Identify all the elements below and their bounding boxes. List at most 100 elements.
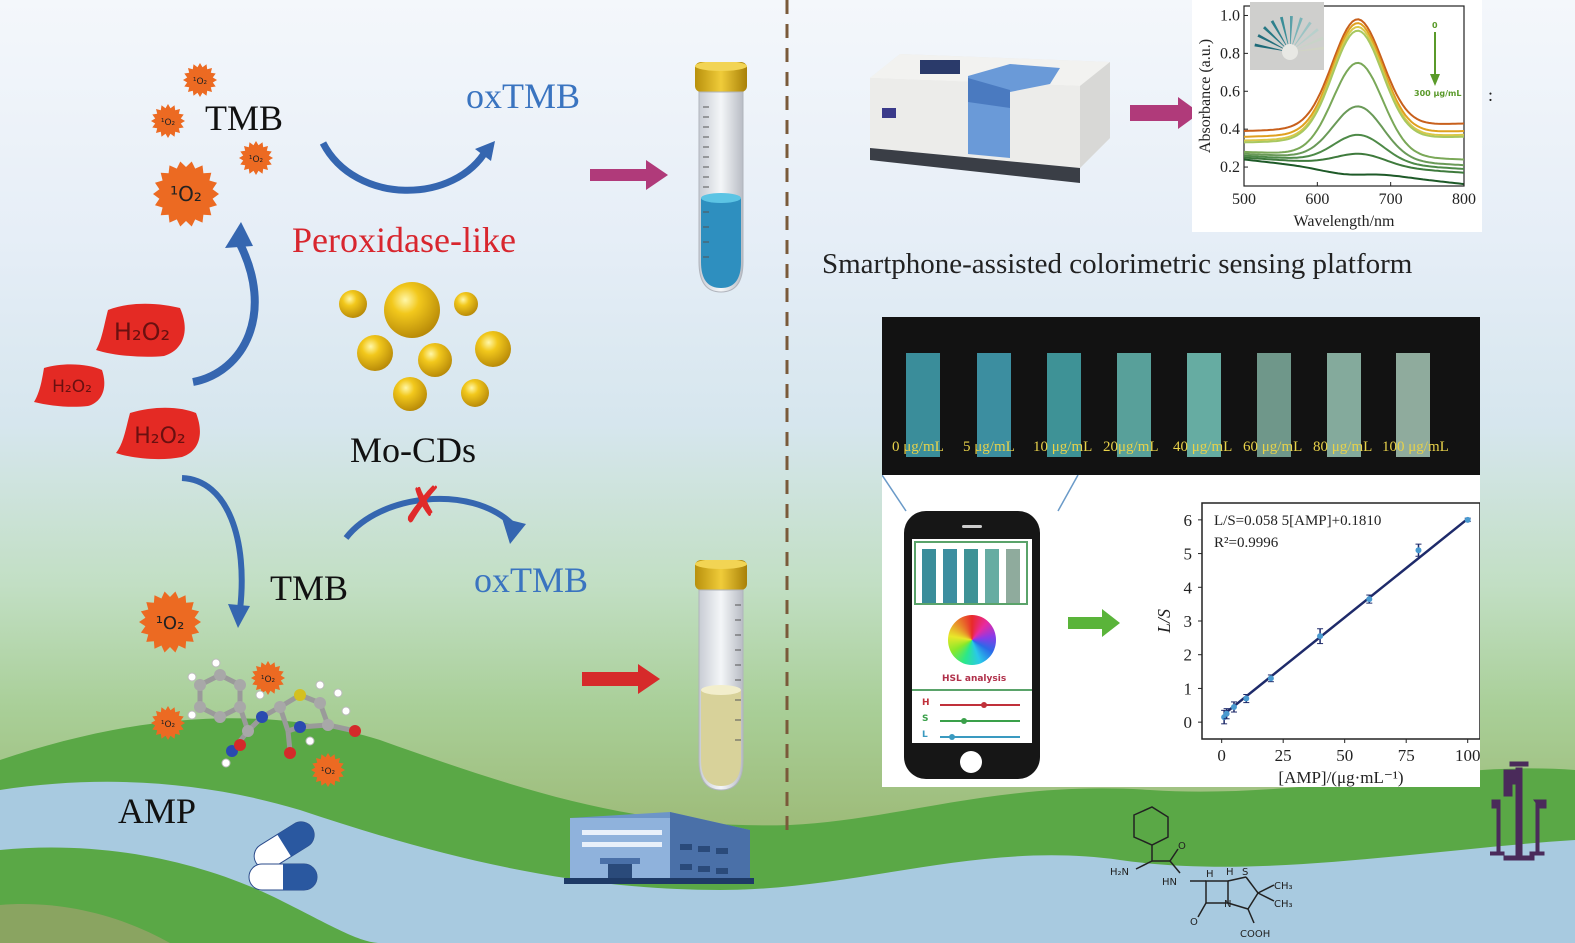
fan-strip xyxy=(1257,34,1284,49)
svg-text:CH₃: CH₃ xyxy=(1274,899,1293,910)
right-arrow-icon xyxy=(1130,97,1200,129)
singlet-oxygen-icon: ¹O₂ xyxy=(153,161,219,227)
y-axis-label: L/S xyxy=(1154,609,1174,634)
y-tick-label: 2 xyxy=(1184,646,1193,665)
fan-strip xyxy=(1292,17,1303,45)
hydrogen-peroxide-icon: H₂O₂ xyxy=(116,407,200,460)
tmb-label-top: TMB xyxy=(205,98,284,138)
y-tick-label: 0.2 xyxy=(1220,159,1240,176)
fit-line xyxy=(1223,517,1469,716)
y-tick-label: 3 xyxy=(1184,612,1193,631)
hsl-slider-track[interactable] xyxy=(940,704,1020,706)
data-point xyxy=(1223,710,1230,717)
hsl-slider-thumb[interactable] xyxy=(961,718,967,724)
test-strip xyxy=(1257,353,1291,457)
hsl-slider-thumb[interactable] xyxy=(949,734,955,740)
y-tick-label: 0.8 xyxy=(1220,45,1240,62)
plot-frame xyxy=(1243,5,1465,187)
svg-text:H₂O₂: H₂O₂ xyxy=(134,424,186,449)
phone-strip xyxy=(964,549,978,603)
svg-text:H: H xyxy=(1206,869,1214,880)
fan-strip xyxy=(1270,20,1287,46)
svg-text:¹O₂: ¹O₂ xyxy=(249,155,264,165)
right-arrow-red-icon xyxy=(582,664,660,694)
singlet-oxygen-icon: ¹O₂ xyxy=(251,661,285,695)
x-tick-label: 75 xyxy=(1398,746,1415,765)
curved-arrow-icon xyxy=(319,141,495,194)
svg-text:COOH: COOH xyxy=(1240,929,1270,940)
platform-title: Smartphone-assisted colorimetric sensing… xyxy=(822,248,1413,280)
hydrogen-peroxide-icon: H₂O₂ xyxy=(96,303,185,357)
hsl-analysis-title: HSL analysis xyxy=(942,674,1007,684)
svg-text:¹O₂: ¹O₂ xyxy=(156,613,185,634)
spectrum-line xyxy=(1243,152,1465,174)
x-tick-label: 0 xyxy=(1217,746,1226,765)
fan-strip xyxy=(1262,26,1285,47)
strip-concentration-label: 40 μg/mL xyxy=(1173,439,1233,455)
phone-strip xyxy=(1006,549,1020,603)
fan-strip xyxy=(1296,28,1319,48)
data-point xyxy=(1267,675,1274,682)
svg-text:O: O xyxy=(1190,917,1198,928)
water-faucets-icon xyxy=(1490,761,1547,861)
test-strip xyxy=(906,353,940,457)
right-arrow-icon xyxy=(590,160,668,190)
test-strip xyxy=(1327,353,1361,457)
phone-strip xyxy=(943,549,957,603)
spectrum-line xyxy=(1243,61,1465,161)
test-strip xyxy=(1396,353,1430,457)
mo-cds-label: Mo-CDs xyxy=(350,430,477,470)
color-wheel-icon xyxy=(948,615,996,665)
y-tick-label: 1.0 xyxy=(1220,7,1240,24)
svg-text:¹O₂: ¹O₂ xyxy=(193,77,208,87)
home-button[interactable] xyxy=(960,751,982,773)
test-strip xyxy=(977,353,1011,457)
test-tube-yellow xyxy=(695,560,747,791)
strip-concentration-label: 10 μg/mL xyxy=(1033,439,1093,455)
strip-concentration-label: 5 μg/mL xyxy=(963,439,1015,455)
peroxidase-like-label: Peroxidase-like xyxy=(292,220,516,260)
singlet-oxygen-icon: ¹O₂ xyxy=(239,141,273,175)
hydrogen-peroxide-icon: H₂O₂ xyxy=(34,364,105,407)
svg-text:H₂O₂: H₂O₂ xyxy=(52,377,92,397)
y-tick-label: 5 xyxy=(1184,545,1193,564)
hsl-slider-thumb[interactable] xyxy=(981,702,987,708)
x-tick-label: 100 xyxy=(1455,746,1480,765)
factory-building-icon xyxy=(564,812,754,884)
data-point xyxy=(1464,516,1471,523)
amp-molecule-model-icon xyxy=(187,658,361,768)
svg-text:¹O₂: ¹O₂ xyxy=(321,767,336,777)
hsl-slider-track[interactable] xyxy=(940,720,1020,722)
svg-text:O: O xyxy=(1178,841,1186,852)
fan-strip xyxy=(1297,36,1324,50)
svg-text:N: N xyxy=(1224,899,1231,910)
spectrum-line xyxy=(1243,105,1465,167)
data-point xyxy=(1317,633,1324,640)
svg-text:¹O₂: ¹O₂ xyxy=(161,118,176,128)
singlet-oxygen-icon: ¹O₂ xyxy=(151,706,185,740)
phone-strip xyxy=(985,549,999,603)
test-strips-fan-photo xyxy=(1250,2,1324,70)
spectrum-line xyxy=(1243,158,1465,186)
x-tick-label: 800 xyxy=(1452,191,1476,208)
hsl-slider-label: H xyxy=(922,698,930,708)
fan-strip xyxy=(1297,46,1324,52)
regression-equation: L/S=0.058 5[AMP]+0.1810 xyxy=(1214,513,1381,529)
singlet-oxygen-icon: ¹O₂ xyxy=(151,104,185,138)
x-tick-label: 25 xyxy=(1275,746,1292,765)
data-point xyxy=(1415,547,1422,554)
phone-strip xyxy=(922,549,936,603)
y-axis-label: Absorbance (a.u.) xyxy=(1197,39,1214,153)
fan-strip xyxy=(1279,16,1289,45)
spectrum-line xyxy=(1243,29,1465,144)
hsl-slider-track[interactable] xyxy=(940,736,1020,738)
data-point xyxy=(1230,703,1237,710)
y-tick-label: 0.6 xyxy=(1220,83,1240,100)
